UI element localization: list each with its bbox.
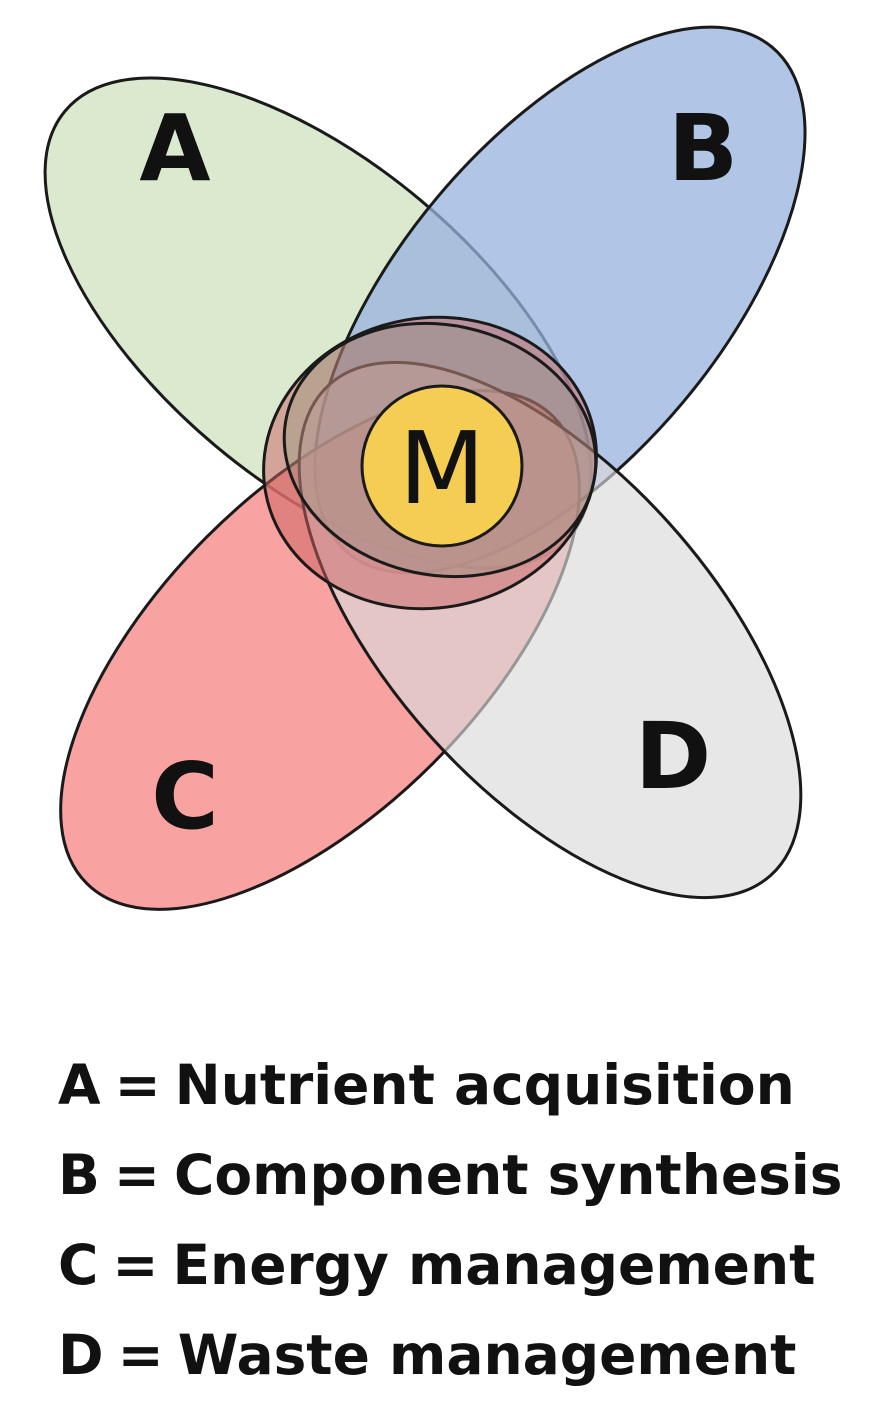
legend-equals: = — [114, 1053, 161, 1117]
set-d-label: D — [635, 703, 711, 810]
set-b-label: B — [668, 95, 738, 202]
legend-equals: = — [113, 1143, 161, 1207]
set-a-label: A — [139, 95, 210, 202]
legend-key: B — [58, 1143, 100, 1207]
venn-diagram: M A B C D — [43, 25, 807, 911]
legend-key: D — [58, 1323, 104, 1387]
legend-text: Waste management — [177, 1323, 797, 1387]
legend-text: Component synthesis — [174, 1143, 843, 1207]
legend-key: C — [58, 1233, 99, 1297]
legend-item-b: B=Component synthesis — [58, 1130, 843, 1220]
center-label: M — [399, 410, 485, 527]
legend-equals: = — [117, 1323, 164, 1387]
legend-item-a: A=Nutrient acquisition — [58, 1040, 843, 1130]
legend-item-d: D=Waste management — [58, 1310, 843, 1400]
set-c-label: C — [151, 743, 219, 850]
legend-key: A — [58, 1053, 101, 1117]
legend-item-c: C=Energy management — [58, 1220, 843, 1310]
legend-text: Energy management — [172, 1233, 816, 1297]
legend-text: Nutrient acquisition — [174, 1053, 795, 1117]
center-circle — [360, 384, 524, 548]
legend-equals: = — [112, 1233, 159, 1297]
legend: A=Nutrient acquisition B=Component synth… — [58, 1040, 843, 1400]
